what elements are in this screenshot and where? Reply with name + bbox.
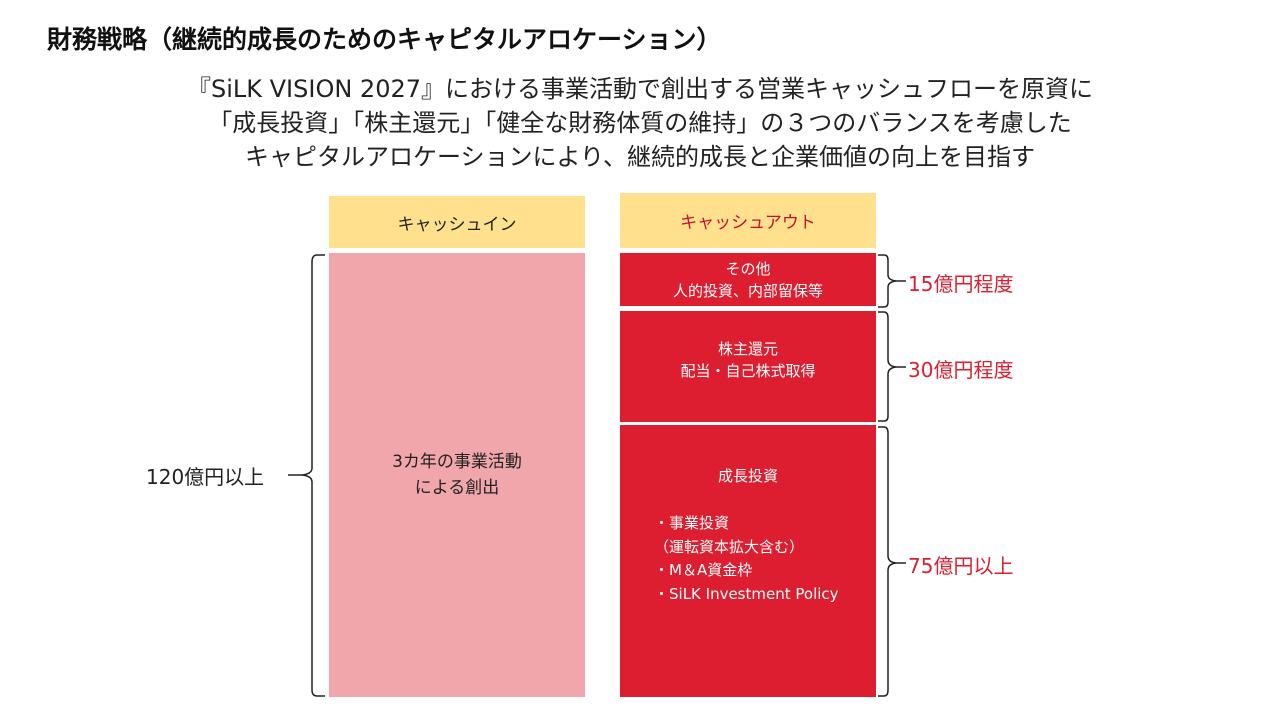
shareholder-detail: 配当・自己株式取得: [680, 362, 816, 380]
cash-in-amount: 120億円以上: [146, 465, 265, 489]
cash-out-header: キャッシュアウト: [620, 193, 876, 248]
cash-in-text-line-2: による創出: [414, 478, 500, 498]
cash-out-growth-block: 成長投資 ・事業投資 （運転資本拡大含む） ・M＆A資金枠 ・SiLK Inve…: [620, 425, 876, 697]
growth-bullet: （運転資本拡大含む）: [654, 537, 805, 556]
growth-brace: [878, 426, 897, 697]
shareholder-brace: [878, 311, 897, 422]
other-brace: [878, 254, 897, 308]
growth-bullet: ・SiLK Investment Policy: [654, 584, 839, 603]
other-detail: 人的投資、内部留保等: [672, 282, 823, 300]
subtitle: 『SiLK VISION 2027』における事業活動で創出する営業キャッシュフロ…: [0, 72, 1280, 174]
growth-bullet: ・事業投資: [654, 514, 730, 532]
cash-in-block: 3カ年の事業活動 による創出: [329, 253, 585, 697]
shareholder-title: 株主還元: [717, 340, 778, 358]
growth-amount: 75億円以上: [908, 554, 1014, 578]
other-title: その他: [725, 260, 771, 278]
subtitle-line-1: 『SiLK VISION 2027』における事業活動で創出する営業キャッシュフロ…: [187, 75, 1093, 103]
cash-in-text-line-1: 3カ年の事業活動: [392, 452, 522, 472]
cash-in-header: キャッシュイン: [329, 196, 585, 248]
cash-out-other-block: その他 人的投資、内部留保等: [620, 253, 876, 306]
page-title: 財務戦略（継続的成長のためのキャピタルアロケーション）: [47, 25, 722, 54]
growth-bullet-list: ・事業投資 （運転資本拡大含む） ・M＆A資金枠 ・SiLK Investmen…: [654, 512, 839, 606]
cash-in-brace: [301, 254, 325, 697]
subtitle-line-3: キャピタルアロケーションにより、継続的成長と企業価値の向上を目指す: [244, 143, 1036, 171]
other-amount: 15億円程度: [908, 272, 1014, 296]
growth-bullet: ・M＆A資金枠: [654, 561, 753, 579]
growth-title: 成長投資: [717, 467, 778, 485]
cash-out-shareholder-block: 株主還元 配当・自己株式取得: [620, 311, 876, 422]
subtitle-line-2: 「成長投資」「株主還元」「健全な財務体質の維持」の３つのバランスを考慮した: [208, 109, 1072, 137]
shareholder-amount: 30億円程度: [908, 358, 1014, 382]
